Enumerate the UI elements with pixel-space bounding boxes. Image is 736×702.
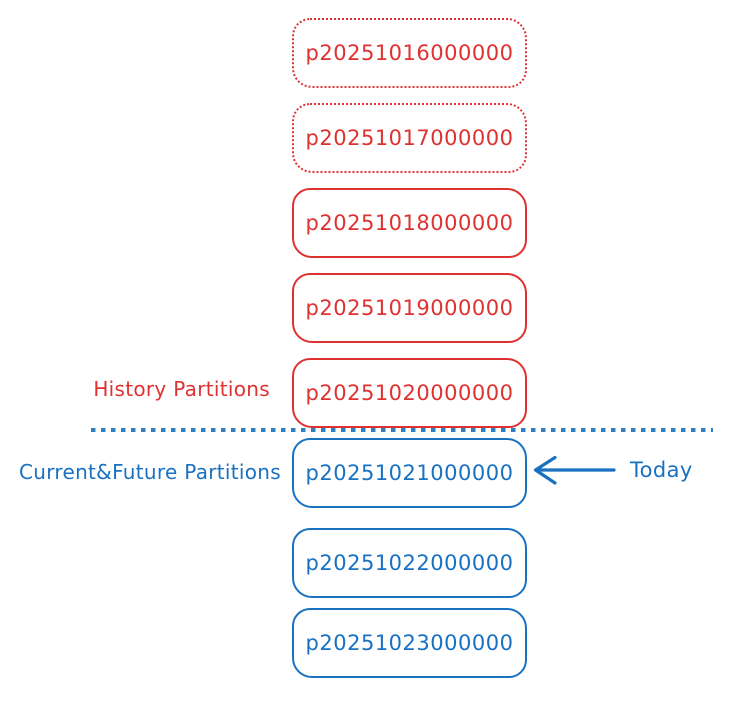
partition-label: p20251023000000: [305, 631, 514, 655]
partition-box-p20251018000000: p20251018000000: [292, 188, 527, 258]
partition-box-p20251019000000: p20251019000000: [292, 273, 527, 343]
partition-box-p20251023000000: p20251023000000: [292, 608, 527, 678]
partition-label: p20251018000000: [305, 211, 514, 235]
partition-box-p20251017000000: p20251017000000: [292, 103, 527, 173]
history-future-divider-line: [91, 428, 713, 432]
partition-label: p20251022000000: [305, 551, 514, 575]
history-partitions-label: History Partitions: [93, 377, 270, 401]
partition-label: p20251019000000: [305, 296, 514, 320]
partition-box-p20251021000000: p20251021000000: [292, 438, 527, 508]
partition-label: p20251020000000: [305, 381, 514, 405]
current-future-partitions-label: Current&Future Partitions: [18, 460, 281, 484]
partition-label: p20251021000000: [305, 461, 514, 485]
partition-box-p20251020000000: p20251020000000: [292, 358, 527, 428]
today-label: Today: [630, 458, 693, 482]
today-arrow-icon: [533, 455, 616, 485]
partition-box-p20251016000000: p20251016000000: [292, 18, 527, 88]
partition-box-p20251022000000: p20251022000000: [292, 528, 527, 598]
partition-label: p20251017000000: [305, 126, 514, 150]
partition-label: p20251016000000: [305, 41, 514, 65]
